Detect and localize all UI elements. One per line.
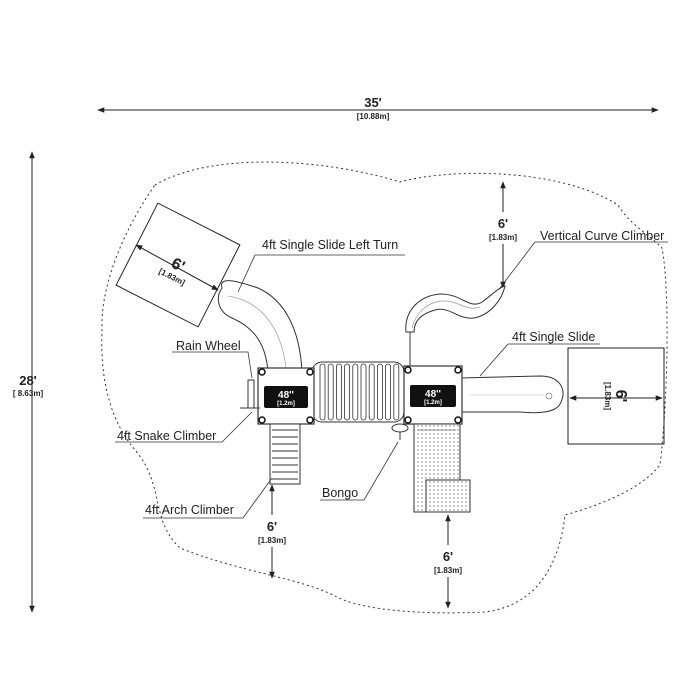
vertical-curve-climber [405, 285, 506, 366]
bridge-rung [368, 363, 375, 421]
bridge-rung [319, 363, 326, 421]
single-slide-label: 4ft Single Slide [512, 330, 595, 344]
right-exit-zone-metric-label: [1.83m] [603, 382, 612, 410]
single-slide [459, 375, 564, 414]
bottom-right-clearance-label: 6' [443, 549, 453, 564]
bridge-rung [344, 363, 351, 421]
right-exit-zone-label: 6' [612, 390, 629, 403]
snake-climber-bridge [311, 361, 405, 423]
width-dimension: 35' [10.88m] [97, 95, 659, 121]
bridge-rung [376, 363, 383, 421]
width-label: 35' [364, 95, 382, 110]
height-dimension: 28' [ 8.63m] [13, 151, 44, 613]
bottom-left-clearance-metric-label: [1.83m] [258, 536, 286, 545]
bongo [391, 423, 409, 440]
rain-wheel [240, 379, 260, 409]
top-clearance-dimension: 6' [1.83m] [484, 181, 522, 289]
bottom-left-clearance-label: 6' [267, 519, 277, 534]
top-clearance-metric-label: [1.83m] [489, 233, 517, 242]
right-deck: 48'' [1.2m] [403, 365, 463, 425]
bottom-right-clearance-dimension: 6' [1.83m] [428, 514, 468, 609]
leader-lines [115, 241, 668, 519]
bridge-rung [327, 363, 334, 421]
single-slide-left-turn-label: 4ft Single Slide Left Turn [262, 238, 398, 252]
bongo-label: Bongo [322, 486, 358, 500]
bridge-rung [385, 363, 392, 421]
bottom-right-clearance-metric-label: [1.83m] [434, 566, 462, 575]
arch-climber [269, 423, 301, 485]
bottom-left-clearance-dimension: 6' [1.83m] [252, 484, 292, 579]
snake-climber-label: 4ft Snake Climber [117, 429, 216, 443]
rain-wheel-label: Rain Wheel [176, 339, 241, 353]
height-label: 28' [19, 373, 37, 388]
left-deck-size-label: 48'' [278, 390, 294, 401]
bridge-rung [352, 363, 359, 421]
climbing-net-panels [413, 423, 471, 513]
left-deck-metric-label: [1.2m] [277, 401, 295, 407]
right-deck-metric-label: [1.2m] [424, 400, 442, 406]
single-slide-left-turn [217, 280, 303, 373]
bridge-rung [393, 363, 400, 421]
arch-climber-label: 4ft Arch Climber [145, 503, 234, 517]
right-deck-size-label: 48'' [425, 389, 441, 400]
width-metric-label: [10.88m] [357, 112, 390, 121]
bridge-rung [360, 363, 367, 421]
left-deck: 48'' [1.2m] [257, 367, 315, 425]
top-clearance-label: 6' [498, 216, 508, 231]
right-slide-exit-zone: 6' [1.83m] [567, 347, 665, 445]
height-metric-label: [ 8.63m] [13, 389, 44, 398]
bridge-rung [335, 363, 342, 421]
vertical-curve-climber-label: Vertical Curve Climber [540, 229, 664, 243]
